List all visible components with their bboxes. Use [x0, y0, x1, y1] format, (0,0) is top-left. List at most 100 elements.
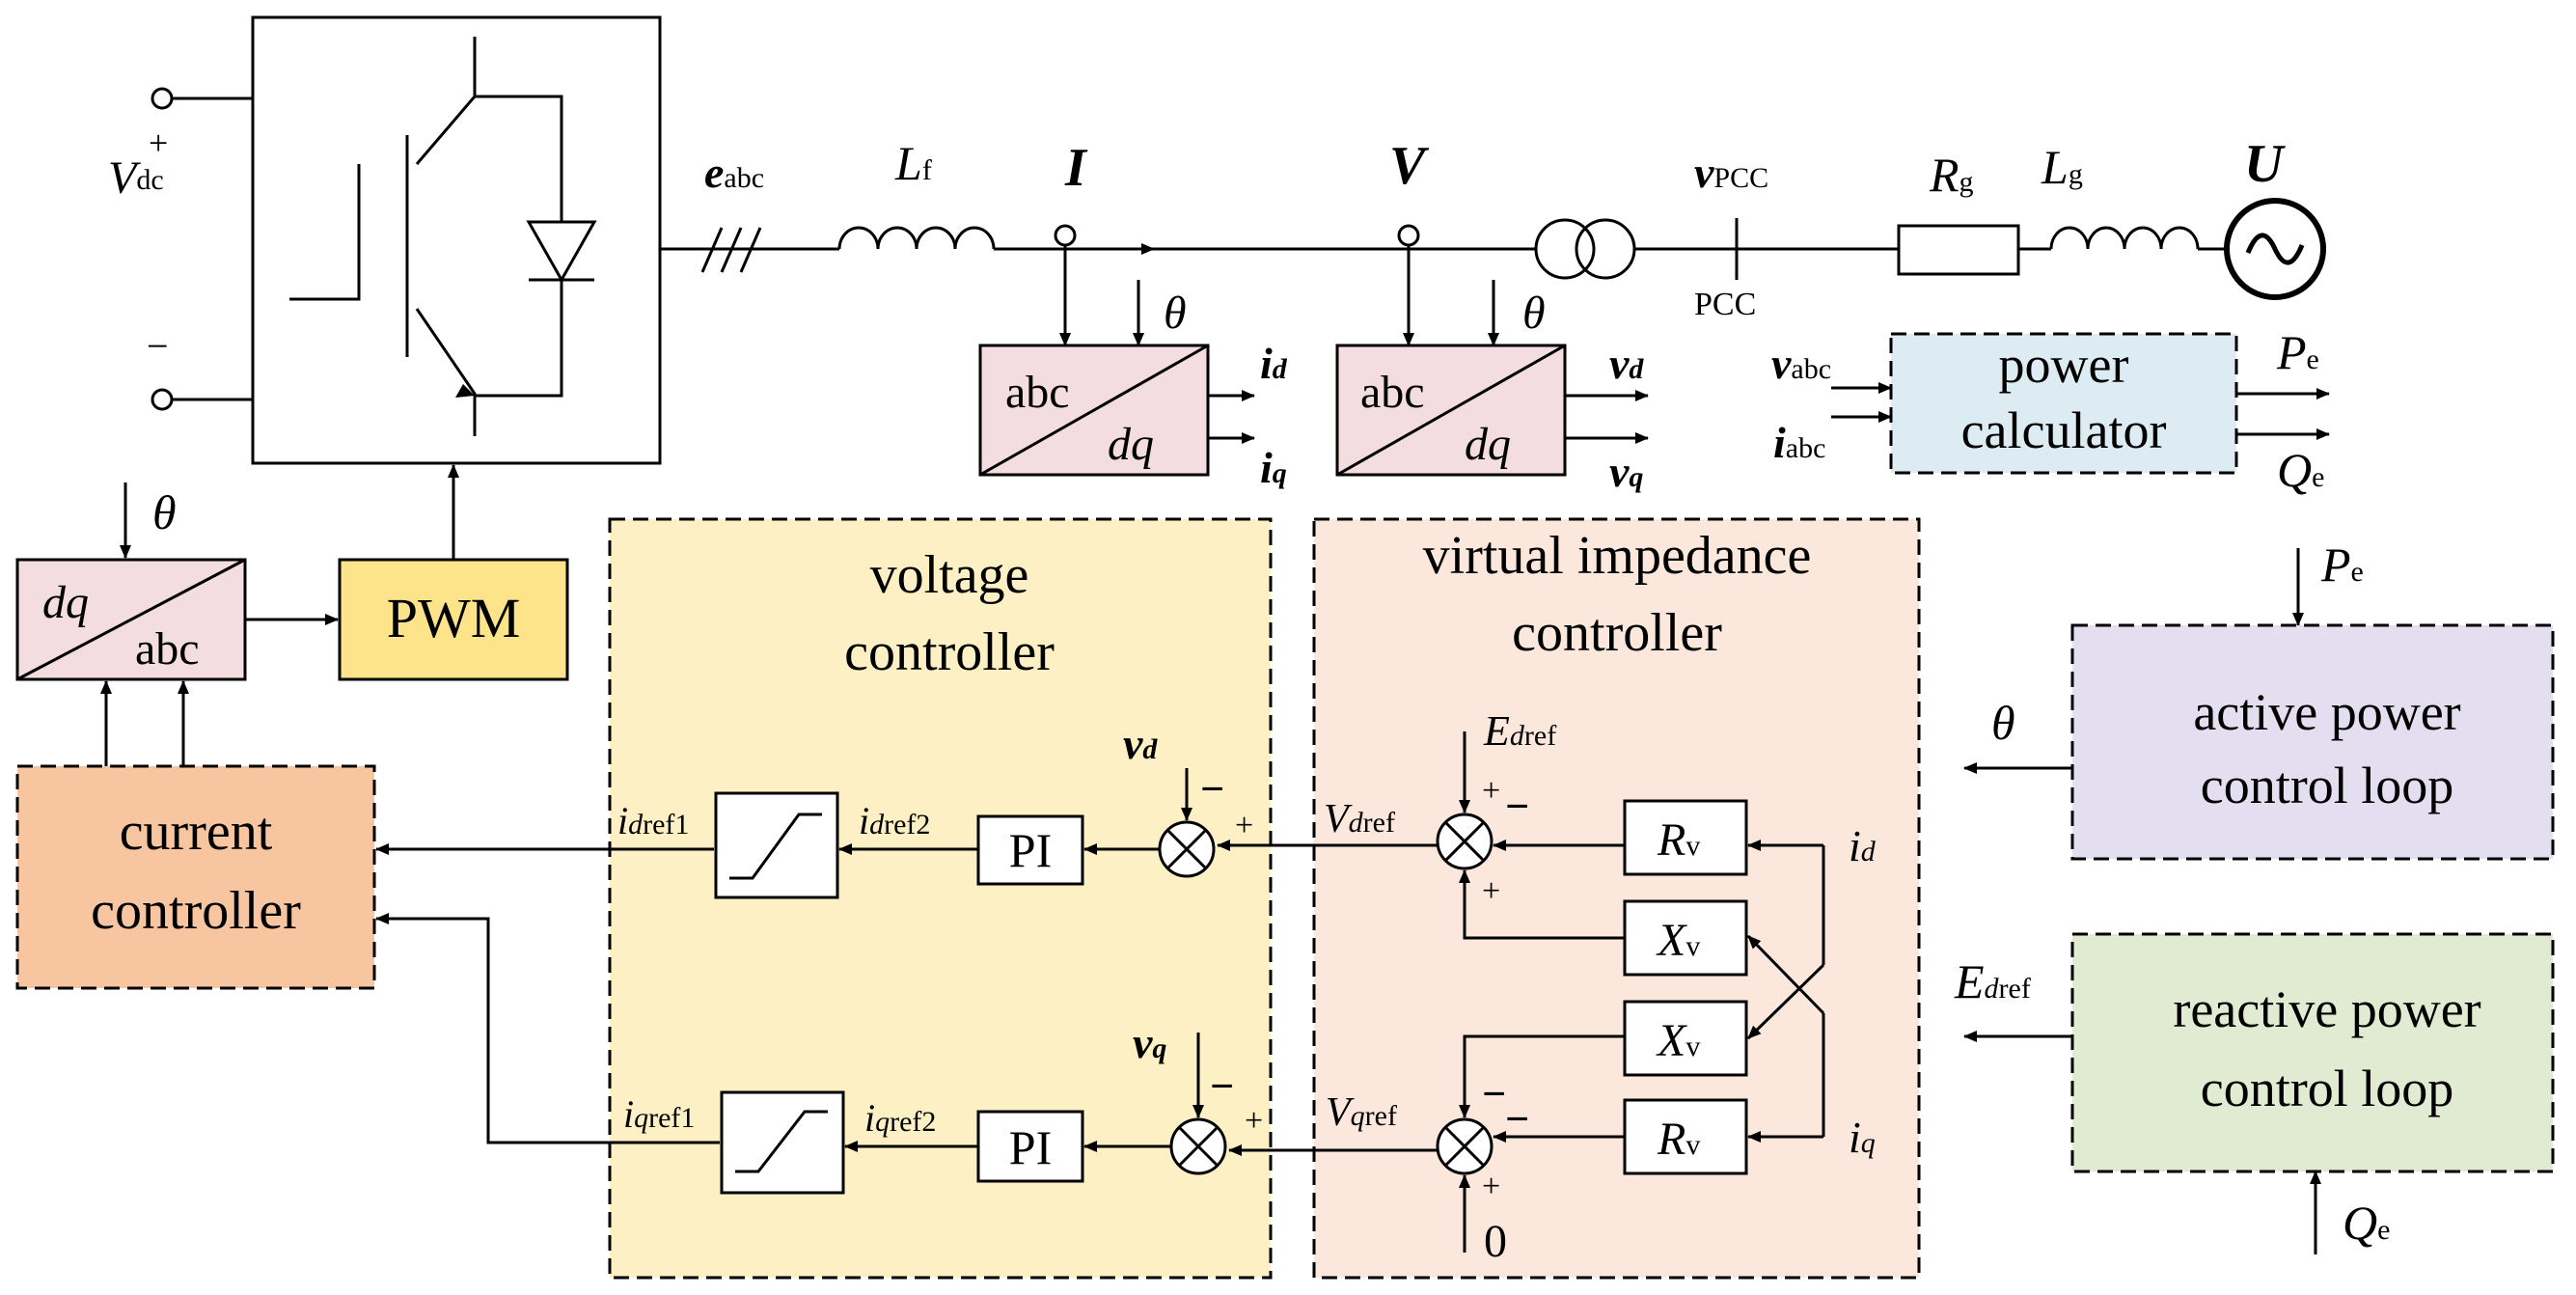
vq-fb-label: vq	[1133, 1018, 1166, 1067]
vi-controller-line1: virtual impedance	[1423, 526, 1812, 586]
plus-edref: +	[1482, 773, 1500, 809]
power-calculator-line2: calculator	[1961, 401, 2167, 459]
power-calculator-line1: power	[1999, 336, 2129, 394]
pi-box-d	[976, 814, 1084, 886]
U-label: U	[2244, 134, 2286, 194]
voltage-controller-line2: controller	[844, 622, 1055, 682]
plus-vd: +	[1235, 808, 1253, 843]
id-in-label: id	[1849, 821, 1877, 870]
qe-label-out: Qe	[2277, 443, 2324, 497]
abc-text: abc	[135, 623, 200, 675]
xv-box-d	[1623, 899, 1748, 977]
limiter-d	[714, 791, 839, 899]
sine-wave-icon	[2245, 233, 2305, 265]
zero-label: 0	[1484, 1216, 1507, 1267]
grid-inductor-lg	[2049, 226, 2200, 250]
qe-label-in: Qe	[2343, 1196, 2390, 1250]
lf-label: Lf	[894, 136, 932, 190]
vdc-label: Vdc	[108, 152, 164, 204]
xv-to-sum-q	[1459, 1034, 1625, 1118]
reactive-power-loop-box	[2070, 932, 2555, 1173]
minus-sign-dc: −	[147, 324, 169, 368]
pwm-box	[338, 558, 569, 681]
theta-label-dqabc: θ	[152, 485, 177, 539]
active-power-line2: control loop	[2201, 757, 2453, 814]
rv-label-q: Rv	[1657, 1114, 1700, 1165]
dc-plus-terminal	[151, 87, 174, 110]
iq-label: iq	[1260, 443, 1287, 492]
pi-label-q: PI	[1009, 1120, 1052, 1174]
minus-xv-q: −	[1482, 1070, 1506, 1117]
eabc-label: eabc	[704, 148, 764, 197]
theta-label-1: θ	[1164, 288, 1187, 339]
voltage-sense-node	[1397, 224, 1420, 247]
iqref2-label: iqref2	[864, 1096, 936, 1140]
vd-label: vd	[1609, 339, 1644, 388]
transformer	[1534, 218, 1636, 280]
vpcc-label: vPCC	[1694, 148, 1768, 197]
pwm-label: PWM	[387, 587, 521, 649]
filter-inductor-lf	[837, 226, 996, 250]
sum-junction-edref	[1436, 813, 1494, 870]
dq-text: dq	[1108, 419, 1154, 470]
iq-in-label: iq	[1849, 1113, 1876, 1162]
xv-to-sum-d	[1459, 869, 1625, 940]
xv-box-q	[1623, 1000, 1748, 1077]
theta-out-label: θ	[1991, 696, 2015, 750]
xv-label-d: Xv	[1656, 915, 1700, 966]
iqref1-to-cc	[375, 913, 720, 1144]
V-label: V	[1389, 136, 1430, 196]
pi-box-q	[976, 1110, 1084, 1183]
abc-text: abc	[1360, 367, 1425, 418]
rv-label-d: Rv	[1657, 814, 1700, 866]
pi-label-d: PI	[1009, 823, 1052, 877]
voltage-transform: abc dq	[1335, 344, 1567, 477]
igbt-emitter-arrow	[455, 384, 475, 398]
id-label: id	[1260, 339, 1288, 388]
pe-label-out: Pe	[2276, 325, 2319, 379]
sum-junction-vq	[1169, 1117, 1227, 1175]
vabc-label: vabc	[1771, 339, 1831, 388]
limiter-q	[720, 1090, 845, 1195]
plus-vq: +	[1245, 1103, 1263, 1139]
xv-label-q: Xv	[1656, 1015, 1700, 1066]
reactive-power-line2: control loop	[2201, 1060, 2453, 1117]
sum-junction-zero	[1436, 1117, 1494, 1175]
current-controller-line1: current	[120, 802, 273, 862]
current-sense-node	[1054, 224, 1077, 247]
lg-label: Lg	[2041, 140, 2083, 194]
dq-text: dq	[42, 577, 89, 628]
minus-vq: −	[1210, 1062, 1234, 1110]
pe-label-in: Pe	[2320, 537, 2364, 592]
plus-xv-d: +	[1482, 873, 1500, 909]
idref1-label: idref1	[617, 799, 689, 842]
abc-text: abc	[1005, 367, 1070, 418]
dq-abc-transform: dq abc	[15, 558, 247, 681]
sum-junction-vd	[1158, 820, 1216, 878]
minus-rv-d: −	[1505, 783, 1529, 830]
plus-sign-dc: +	[149, 124, 168, 162]
id-cross-diag	[1746, 963, 1825, 1040]
pcc-label: PCC	[1694, 287, 1756, 322]
iq-cross-diag	[1746, 934, 1825, 1015]
iabc-label: iabc	[1773, 418, 1825, 467]
reactive-power-line1: reactive power	[2173, 980, 2480, 1038]
vdref-label: Vdref	[1324, 797, 1395, 841]
current-controller-box	[15, 764, 376, 990]
vi-controller-line2: controller	[1512, 603, 1722, 663]
minus-rv-q: −	[1505, 1095, 1529, 1143]
grid-resistor-rg	[1897, 224, 2020, 276]
active-power-loop-box	[2070, 623, 2555, 861]
vq-label: vq	[1609, 447, 1643, 496]
dq-text: dq	[1465, 419, 1511, 470]
inverter	[166, 15, 839, 465]
current-controller-line2: controller	[91, 881, 301, 941]
theta-label-2: θ	[1522, 288, 1546, 339]
minus-vd: −	[1200, 765, 1224, 813]
active-power-line1: active power	[2193, 683, 2460, 741]
edref-out-label: Edref	[1954, 954, 2031, 1008]
I-label: I	[1064, 138, 1088, 198]
vd-fb-label: vd	[1123, 719, 1158, 768]
power-calculator-box	[1889, 332, 2238, 475]
